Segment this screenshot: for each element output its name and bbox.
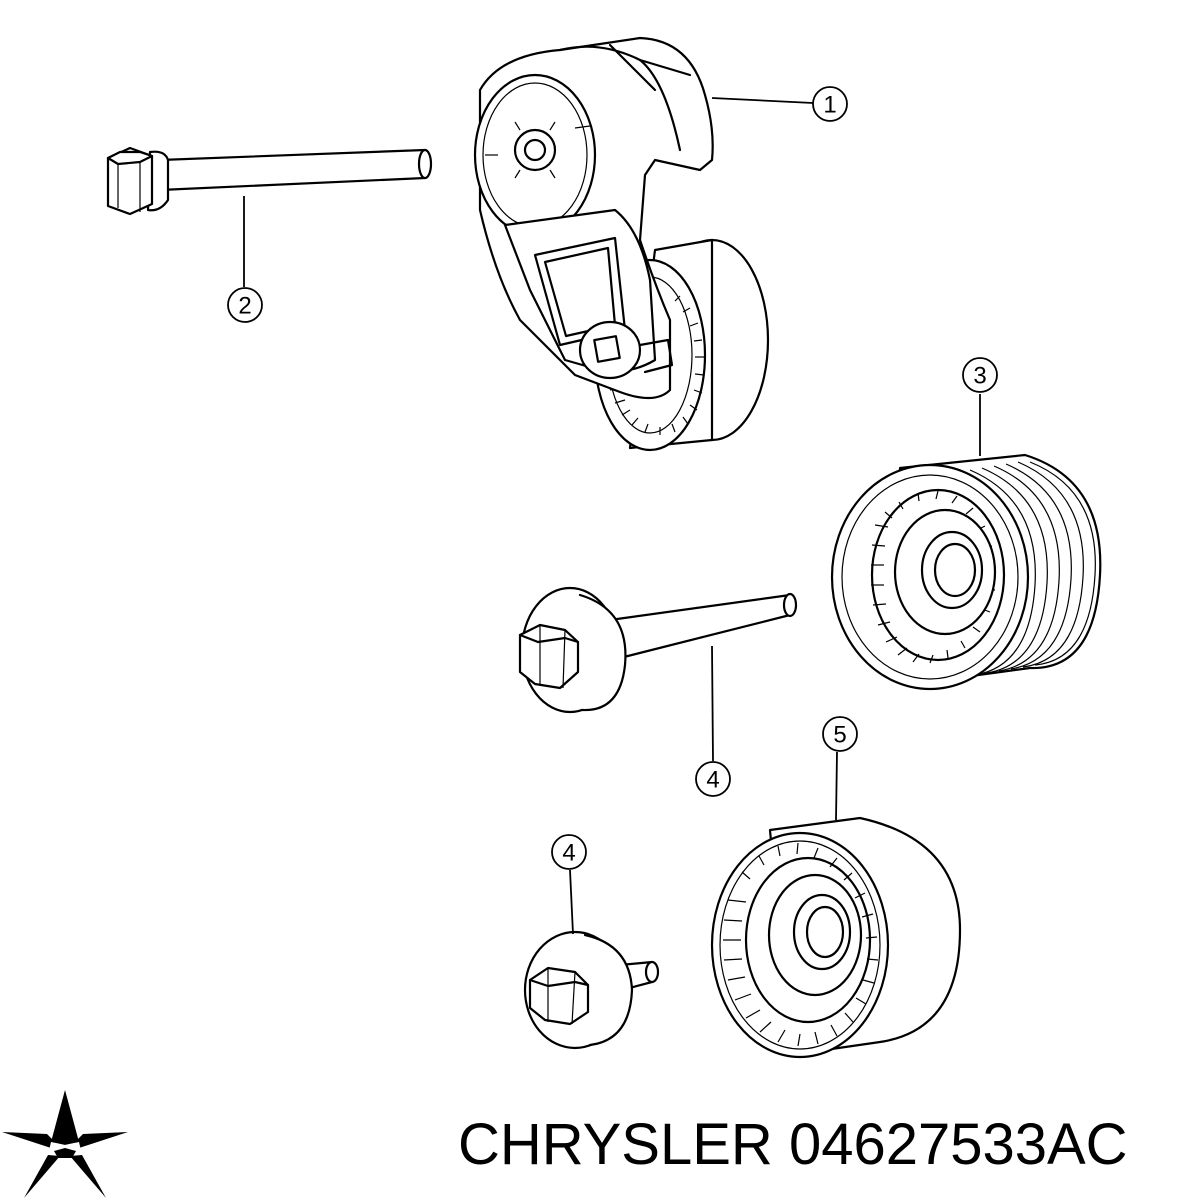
callout-1: 1: [812, 86, 848, 122]
part-number: 04627533AC: [788, 1112, 1128, 1177]
bolt-long-part: [106, 146, 433, 216]
bolt-washer-long-part: [518, 586, 798, 714]
callout-5-label: 5: [833, 722, 846, 749]
callout-2-label: 2: [238, 293, 251, 320]
callout-4-upper-label: 4: [706, 767, 719, 794]
chrysler-pentastar-icon: [2, 1090, 128, 1198]
bolt-washer-short-part: [523, 930, 660, 1050]
callout-2: 2: [227, 287, 263, 323]
callout-1-label: 1: [823, 92, 836, 119]
grooved-pulley-part: [830, 453, 1102, 691]
callout-3-label: 3: [973, 363, 986, 390]
callout-5: 5: [822, 716, 858, 752]
callout-4-lower-label: 4: [562, 840, 575, 867]
brand-name: CHRYSLER: [458, 1112, 773, 1177]
callout-4-upper: 4: [695, 761, 731, 797]
belt-tensioner-part: [473, 36, 770, 452]
callout-3: 3: [962, 357, 998, 393]
part-caption: CHRYSLER 04627533AC: [458, 1105, 1198, 1185]
leader-lines: [243, 97, 981, 935]
callout-4-lower: 4: [551, 834, 587, 870]
smooth-pulley-part: [710, 816, 962, 1059]
